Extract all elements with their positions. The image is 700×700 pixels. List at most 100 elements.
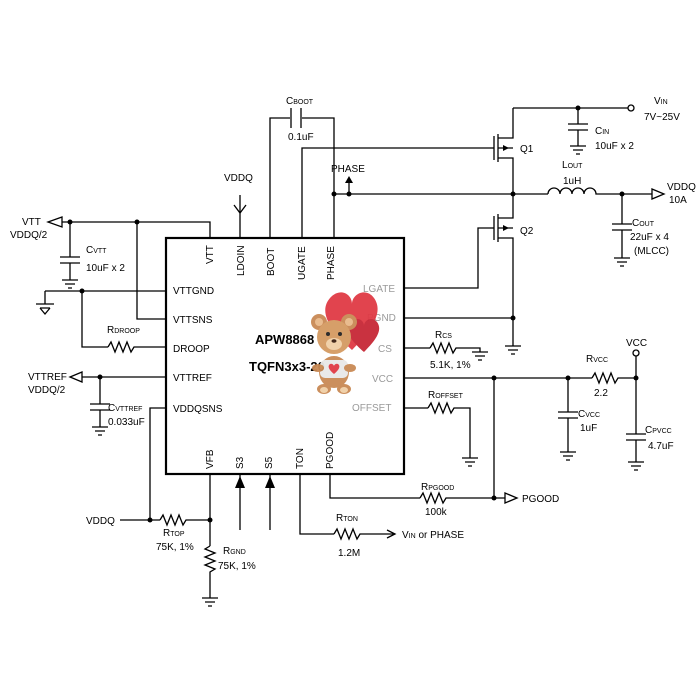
cvcc-value: 1uF [580,423,597,434]
pin-vddqsns: VDDQSNS [173,404,223,415]
cpvcc-value: 4.7uF [648,441,674,452]
q2-label: Q2 [520,226,534,237]
pin-ugate: UGATE [297,246,308,280]
rcs-label: RCS [435,330,452,341]
pin-boot: BOOT [266,248,277,276]
pin-s3: S3 [235,456,246,469]
cvcc-capacitor [558,378,578,461]
cin-capacitor [568,108,588,155]
cpvcc-capacitor [626,433,646,471]
rcs-resistor [429,341,481,355]
pgood-wire [329,474,420,499]
pin-s5: S5 [264,456,275,469]
vcc-label: VCC [626,338,647,349]
pin-ldoin: LDOIN [236,245,247,276]
cpvcc-label: CPVCC [645,425,672,436]
lout-label: LOUT [562,160,583,171]
pin-vfb: VFB [205,449,216,469]
vtt-wire [62,221,211,238]
pin-pgnd: PGND [367,313,396,324]
cout-value: 22uF x 4 [630,232,669,243]
pin-vcc: VCC [372,374,393,385]
vddq-top-label: VDDQ [224,173,253,184]
pin-pgood: PGOOD [325,432,336,469]
teddy-bear-heart-image [311,292,380,394]
cvttref-label: CVTTREF [108,403,142,414]
pin-cs: CS [378,344,392,355]
q1-label: Q1 [520,144,534,155]
rgnd-resistor [203,545,217,598]
rpgood-label: RPGOOD [421,482,454,493]
cout-note: (MLCC) [634,246,669,257]
vttgnd-ground [39,307,51,316]
vtt-label: VTT [22,217,41,228]
cvttref-value: 0.033uF [108,417,145,428]
rton-resistor [333,527,395,541]
vddq-left-label: VDDQ [86,516,115,527]
rdroop-resistor [107,340,166,354]
ic-body [164,236,406,476]
chip-name: APW8868 [255,332,314,347]
pgood-arrow [504,492,519,504]
rgnd-value: 75K, 1% [218,561,256,572]
cboot-label: CBOOT [286,96,314,107]
vttref-sub-label: VDDQ/2 [28,385,66,396]
pin-vttref: VTTREF [173,373,212,384]
vtt-sub-label: VDDQ/2 [10,230,48,241]
ton-wire [299,474,334,535]
rvcc-value: 2.2 [594,388,608,399]
vin-label: VIN [654,96,668,107]
vtt-arrow [46,216,63,228]
roffset-label: ROFFSET [428,390,464,401]
chip-package: TQFN3x3-20 [249,359,325,374]
cvcc-label: CVCC [578,409,600,420]
vddq-out-arrow [651,188,666,200]
vddq-out-current: 10A [669,195,687,206]
pin-lgate: LGATE [363,284,395,295]
cin-label: CIN [595,126,609,137]
q1-mosfet [490,108,514,194]
vddq-out-label: VDDQ [667,182,696,193]
pin-droop: DROOP [173,344,210,355]
pin-vttsns: VTTSNS [173,315,213,326]
lout-value: 1uH [563,176,581,187]
rvcc-label: RVCC [586,354,608,365]
q2-mosfet [490,194,514,346]
cboot-value: 0.1uF [288,132,314,143]
vttsns-wire [136,222,166,320]
rtop-resistor [159,513,210,527]
lout-inductor [547,187,652,195]
cboot-capacitor [269,108,335,238]
vttref-label: VTTREF [28,372,67,383]
vin-range: 7V~25V [644,112,680,123]
ton-target-label: VIN or PHASE [402,530,464,541]
cvttref-capacitor [90,377,110,436]
pin-vttgnd: VTTGND [173,286,214,297]
cout-label: COUT [632,218,655,229]
rpgood-value: 100k [425,507,448,518]
rgnd-label: RGND [223,546,246,557]
pin-phase: PHASE [326,246,337,280]
droop-wire-a [81,291,108,348]
roffset-ground [462,457,478,467]
cvtt-capacitor [60,222,80,289]
vddqsns-wire [149,407,166,520]
q2-ground [505,345,521,355]
ton-arrow [386,529,397,539]
rgnd-ground [202,597,218,607]
pin-offset: OFFSET [352,403,391,414]
roffset-resistor [427,401,471,458]
rcs-value: 5.1K, 1% [430,360,471,371]
rtop-label: RTOP [163,528,185,539]
pin-ton: TON [295,448,306,469]
rton-value: 1.2M [338,548,360,559]
rton-label: RTON [336,513,358,524]
ugate-wire [301,147,490,238]
pgood-label: PGOOD [522,494,559,505]
lgate-wire [404,227,490,289]
vttref-arrow [68,371,83,383]
rdroop-label: RDROOP [107,325,140,336]
cvtt-label: CVTT [86,245,107,256]
rcs-ground [472,351,488,361]
